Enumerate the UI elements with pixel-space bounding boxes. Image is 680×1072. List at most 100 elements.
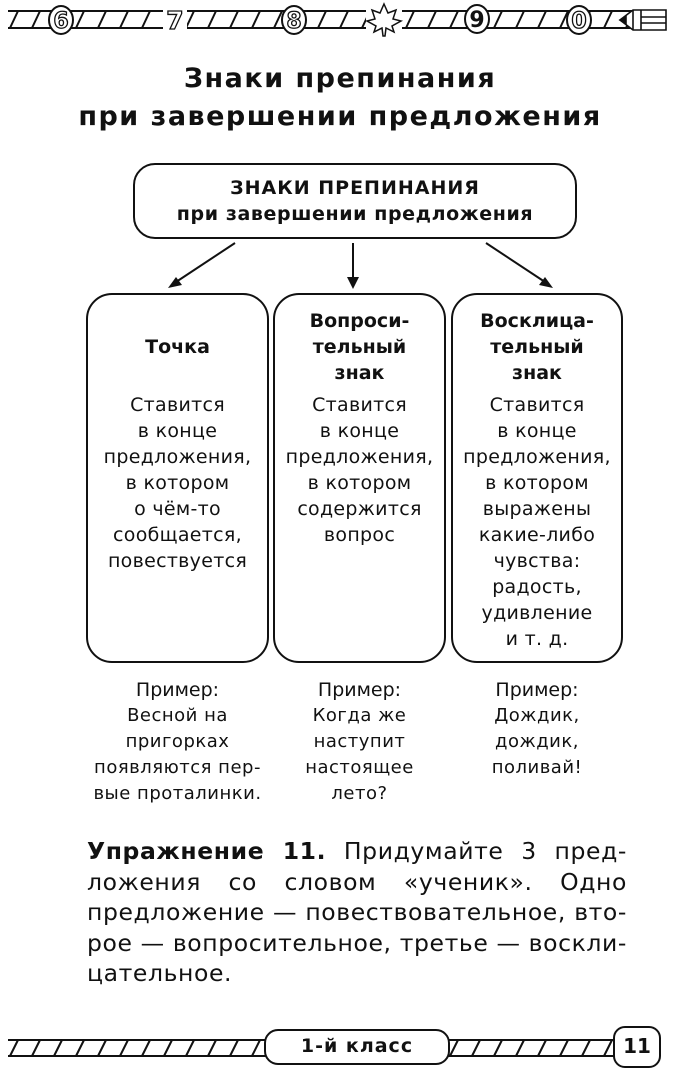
rule-tick [494, 11, 502, 28]
page-number: 11 [613, 1026, 661, 1068]
diagram-root-box: ЗНАКИ ПРЕПИНАНИЯ при завершении предложе… [133, 163, 577, 239]
card-title-line: Восклица- [453, 308, 621, 334]
rule-tick [76, 1040, 84, 1056]
card-text-line: в котором [275, 470, 444, 496]
diagram-root-line-1: ЗНАКИ ПРЕПИНАНИЯ [135, 175, 575, 201]
rule-tick [494, 1040, 502, 1056]
card-title: Точка [88, 334, 267, 360]
rule-tick [76, 11, 84, 28]
rule-tick [10, 1040, 18, 1056]
card-text-line: удивление [453, 600, 621, 626]
example-line: вые проталинки. [86, 781, 269, 807]
rule-tick [230, 1040, 238, 1056]
card-tochka: Точка Ставится в конце предложения, в ко… [86, 293, 269, 663]
card-title-line: знак [453, 360, 621, 386]
example-heading: Пример: [273, 677, 446, 703]
card-text-line: в котором [453, 470, 621, 496]
card-voprositelnyj-znak: Вопроси- тельный знак Ставится в конце п… [273, 293, 446, 663]
rule-tick [98, 1040, 106, 1056]
card-text-line: Ставится [275, 392, 444, 418]
rule-tick [560, 1040, 568, 1056]
card-title-line: тельный [453, 334, 621, 360]
card-text-line: и т. д. [453, 626, 621, 652]
card-description: Ставится в конце предложения, в котором … [453, 392, 621, 652]
card-text-line: о чём-то [88, 496, 267, 522]
card-title-line: Вопроси- [275, 308, 444, 334]
rule-tick [472, 1040, 480, 1056]
example-line: лето? [273, 781, 446, 807]
page-title-line-1: Знаки препинания [0, 60, 680, 98]
rule-tick [208, 11, 216, 28]
card-text-line: в конце [88, 418, 267, 444]
rule-tick [428, 11, 436, 28]
rule-tick [10, 11, 18, 28]
card-text-line: Ставится [88, 392, 267, 418]
card-title-line: знак [275, 360, 444, 386]
example-heading: Пример: [86, 677, 269, 703]
svg-text:0: 0 [571, 9, 586, 34]
example-line: Когда же [273, 703, 446, 729]
rule-tick [340, 11, 348, 28]
card-text-line: предложения, [453, 444, 621, 470]
rule-tick [516, 11, 524, 28]
rule-tick [274, 11, 282, 28]
rule-tick [538, 1040, 546, 1056]
example-line: поливай! [451, 755, 623, 781]
example-voprositelnyj: Пример: Когда же наступит настоящее лето… [273, 677, 446, 807]
card-description: Ставится в конце предложения, в котором … [275, 392, 444, 548]
rule-tick [208, 1040, 216, 1056]
card-text-line: повествуется [88, 548, 267, 574]
example-vosklicatelnyj: Пример: Дождик, дождик, поливай! [451, 677, 623, 781]
card-text-line: в конце [275, 418, 444, 444]
example-line: появляются пер- [86, 755, 269, 781]
card-description: Ставится в конце предложения, в котором … [88, 392, 267, 574]
rule-tick [164, 1040, 172, 1056]
header-digit-8: 8 [282, 6, 306, 34]
rule-tick [186, 1040, 194, 1056]
card-title: Восклица- тельный знак [453, 308, 621, 386]
svg-text:8: 8 [286, 9, 301, 34]
card-text-line: выражены [453, 496, 621, 522]
rule-tick [450, 1040, 458, 1056]
rule-tick [582, 1040, 590, 1056]
rule-tick [186, 11, 194, 28]
rule-tick [252, 1040, 260, 1056]
example-heading: Пример: [451, 677, 623, 703]
page-title-line-2: при завершении предложения [0, 98, 680, 136]
rule-tick [120, 1040, 128, 1056]
arrow-to-vosklic [486, 243, 553, 288]
rule-tick [142, 11, 150, 28]
rule-tick [406, 11, 414, 28]
card-title: Вопроси- тельный знак [275, 308, 444, 386]
header-digit-7: 7 [163, 6, 187, 35]
card-text-line: содержится [275, 496, 444, 522]
diagram-root-line-2: при завершении предложения [135, 201, 575, 227]
svg-text:6: 6 [53, 9, 68, 34]
example-line: Весной на [86, 703, 269, 729]
rule-tick [318, 11, 326, 28]
example-line: дождик, [451, 729, 623, 755]
example-line: пригорках [86, 729, 269, 755]
exercise-line: предложение — повествовательное, вто- [87, 897, 627, 928]
rule-tick [450, 11, 458, 28]
arrow-to-tochka [168, 243, 235, 288]
example-line: настоящее [273, 755, 446, 781]
card-text-line: предложения, [275, 444, 444, 470]
rule-tick [604, 1040, 612, 1056]
rule-tick [120, 11, 128, 28]
header-digit-6: 6 [49, 6, 73, 34]
arrow-to-vopros [347, 243, 359, 289]
card-text-line: сообщается, [88, 522, 267, 548]
rule-tick [516, 1040, 524, 1056]
rule-tick [252, 11, 260, 28]
card-text-line: радость, [453, 574, 621, 600]
card-title-line: Точка [88, 334, 267, 360]
card-vosklicatelnyj-znak: Восклица- тельный знак Ставится в конце … [451, 293, 623, 663]
exercise-line: Упражнение 11. Придумайте 3 пред- [87, 836, 627, 867]
exercise-line: цательное. [87, 958, 627, 989]
svg-text:9: 9 [469, 8, 484, 33]
exercise-line: ложения со словом «ученик». Одно [87, 867, 627, 898]
card-text-line: Ставится [453, 392, 621, 418]
rule-tick [142, 1040, 150, 1056]
header-rule [8, 11, 660, 28]
